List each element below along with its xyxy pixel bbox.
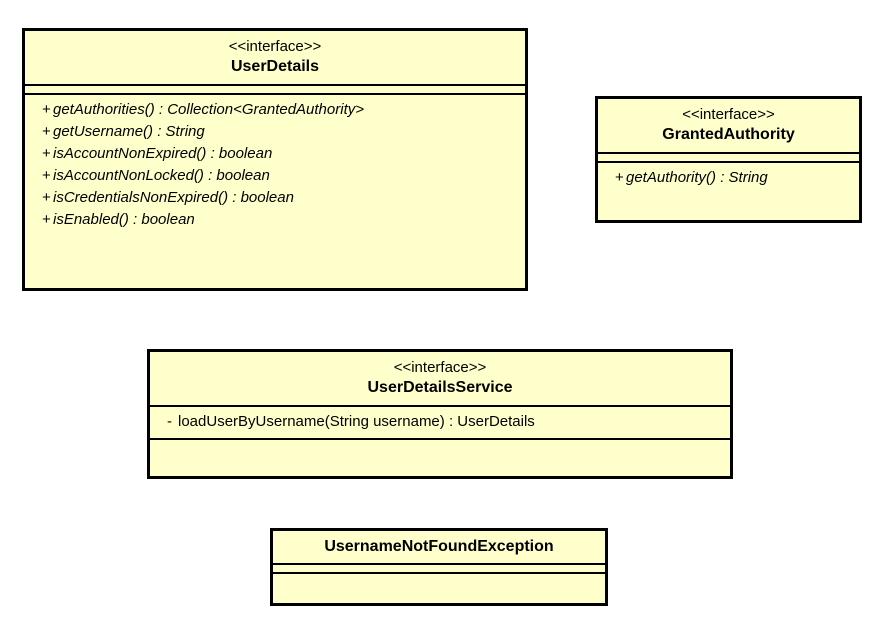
operations-compartment-userdetails: +getAuthorities() : Collection<GrantedAu… <box>25 93 525 236</box>
class-stereotype: <<interface>> <box>393 359 487 376</box>
member-row: +getAuthorities() : Collection<GrantedAu… <box>31 99 519 121</box>
visibility-marker: + <box>42 101 51 118</box>
visibility-marker: + <box>615 169 624 186</box>
class-name: UserDetails <box>230 58 320 75</box>
class-name: UsernameNotFoundException <box>324 538 554 555</box>
class-box-userdetailsservice[interactable]: <<interface>> UserDetailsService -loadUs… <box>147 349 733 479</box>
member-signature: loadUserByUsername(String username) : Us… <box>178 413 535 430</box>
visibility-marker: + <box>42 189 51 206</box>
empty-compartment-userdetailsservice <box>150 438 730 456</box>
class-header-grantedauthority: <<interface>> GrantedAuthority <box>598 99 859 152</box>
class-stereotype: <<interface>> <box>228 38 322 55</box>
visibility-marker: - <box>167 413 172 430</box>
class-header-usernamenotfoundexception: UsernameNotFoundException <box>273 531 605 563</box>
visibility-marker: + <box>42 167 51 184</box>
member-row: +getUsername() : String <box>31 121 519 143</box>
operations-compartment-grantedauthority: +getAuthority() : String <box>598 161 859 194</box>
member-signature: getAuthorities() : Collection<GrantedAut… <box>53 101 364 118</box>
attributes-compartment-usernamenotfoundexception <box>273 563 605 572</box>
member-row: +isAccountNonLocked() : boolean <box>31 165 519 187</box>
member-signature: getAuthority() : String <box>626 169 768 186</box>
class-stereotype: <<interface>> <box>682 106 775 123</box>
member-row: +isAccountNonExpired() : boolean <box>31 143 519 165</box>
class-box-userdetails[interactable]: <<interface>> UserDetails +getAuthoritie… <box>22 28 528 291</box>
member-row: -loadUserByUsername(String username) : U… <box>156 411 724 433</box>
class-box-usernamenotfoundexception[interactable]: UsernameNotFoundException <box>270 528 608 606</box>
class-box-grantedauthority[interactable]: <<interface>> GrantedAuthority +getAutho… <box>595 96 862 223</box>
member-signature: isAccountNonExpired() : boolean <box>53 145 273 162</box>
operations-compartment-usernamenotfoundexception <box>273 572 605 581</box>
member-signature: isCredentialsNonExpired() : boolean <box>53 189 294 206</box>
member-signature: isEnabled() : boolean <box>53 211 195 228</box>
class-header-userdetails: <<interface>> UserDetails <box>25 31 525 84</box>
member-row: +isEnabled() : boolean <box>31 209 519 231</box>
member-signature: getUsername() : String <box>53 123 205 140</box>
visibility-marker: + <box>42 123 51 140</box>
class-header-userdetailsservice: <<interface>> UserDetailsService <box>150 352 730 405</box>
visibility-marker: + <box>42 145 51 162</box>
visibility-marker: + <box>42 211 51 228</box>
class-name: UserDetailsService <box>367 379 513 396</box>
attributes-compartment-grantedauthority <box>598 152 859 161</box>
attributes-compartment-userdetails <box>25 84 525 93</box>
operations-compartment-userdetailsservice: -loadUserByUsername(String username) : U… <box>150 405 730 438</box>
member-row: +getAuthority() : String <box>604 167 853 189</box>
member-row: +isCredentialsNonExpired() : boolean <box>31 187 519 209</box>
member-signature: isAccountNonLocked() : boolean <box>53 167 270 184</box>
class-name: GrantedAuthority <box>662 126 795 143</box>
